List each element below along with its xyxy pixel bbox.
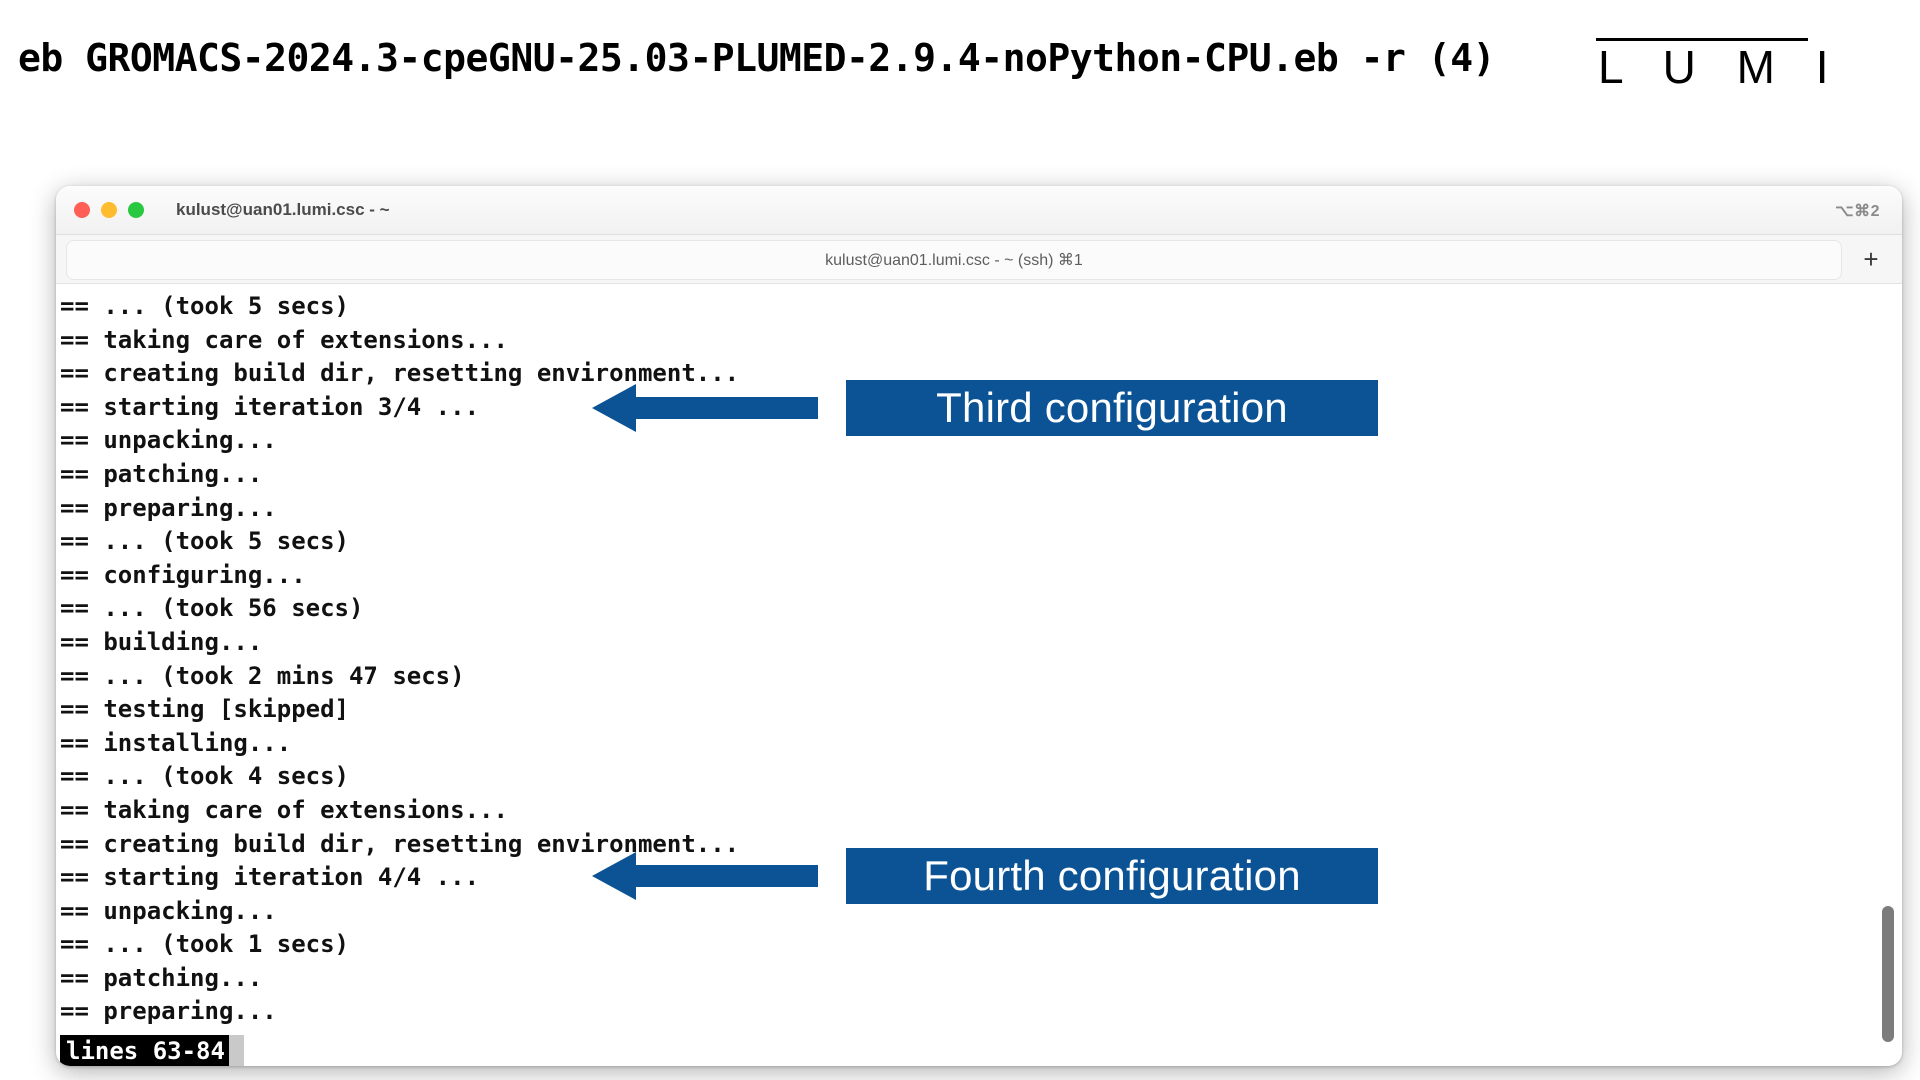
terminal-output-area[interactable]: == ... (took 5 secs) == taking care of ex…: [56, 284, 1902, 1066]
terminal-line: == preparing...: [60, 493, 277, 522]
terminal-line: == starting iteration 3/4 ...: [60, 392, 480, 421]
lumi-logo: L U M I: [1596, 38, 1843, 93]
terminal-line: == patching...: [60, 459, 263, 488]
tab-ssh-session[interactable]: kulust@uan01.lumi.csc - ~ (ssh) ⌘1: [66, 240, 1842, 280]
annotation-label: Fourth configuration: [923, 852, 1301, 899]
terminal-line: == installing...: [60, 728, 292, 757]
new-tab-icon[interactable]: +: [1863, 244, 1879, 274]
terminal-line: == ... (took 5 secs): [60, 292, 349, 320]
terminal-line: == patching...: [60, 963, 263, 992]
pager-status-bar: lines 63-84: [60, 1035, 244, 1066]
terminal-line: == configuring...: [60, 560, 306, 589]
traffic-lights: [74, 202, 144, 218]
scrollbar-track[interactable]: [1880, 288, 1894, 1064]
terminal-line: == taking care of extensions...: [60, 325, 508, 354]
scrollbar-thumb[interactable]: [1882, 906, 1894, 1042]
window-titlebar[interactable]: kulust@uan01.lumi.csc - ~ ⌥⌘2: [56, 186, 1902, 235]
minimize-window-button[interactable]: [101, 202, 117, 218]
terminal-lines: == ... (took 5 secs) == taking care of ex…: [56, 284, 739, 1029]
logo-rule: [1596, 38, 1808, 41]
annotation-fourth-configuration: Fourth configuration: [592, 848, 1378, 904]
terminal-line: == unpacking...: [60, 426, 277, 455]
close-window-button[interactable]: [74, 202, 90, 218]
logo-letters: L U M I: [1598, 41, 1843, 93]
terminal-line: == starting iteration 4/4 ...: [60, 863, 480, 892]
terminal-line: == building...: [60, 627, 263, 656]
page-title: eb GROMACS-2024.3-cpeGNU-25.03-PLUMED-2.…: [18, 36, 1495, 80]
text-cursor: [228, 1035, 244, 1066]
pager-status-text: lines 63-84: [60, 1035, 229, 1066]
terminal-line: == preparing...: [60, 997, 277, 1026]
terminal-line: == taking care of extensions...: [60, 795, 508, 824]
annotation-third-configuration: Third configuration: [592, 380, 1378, 436]
left-arrow-icon: [592, 384, 818, 432]
terminal-line: == ... (took 4 secs): [60, 762, 349, 791]
terminal-line: == unpacking...: [60, 896, 277, 925]
terminal-line: == ... (took 5 secs): [60, 527, 349, 556]
terminal-line: == testing [skipped]: [60, 695, 349, 724]
window-title: kulust@uan01.lumi.csc - ~: [176, 200, 390, 219]
annotation-label-box: Third configuration: [846, 380, 1378, 436]
tab-bar: kulust@uan01.lumi.csc - ~ (ssh) ⌘1 +: [56, 235, 1902, 284]
terminal-line: == creating build dir, resetting environ…: [60, 359, 740, 388]
terminal-line: == ... (took 1 secs): [60, 930, 349, 959]
terminal-line: == ... (took 2 mins 47 secs): [60, 661, 465, 690]
annotation-label-box: Fourth configuration: [846, 848, 1378, 904]
terminal-line: == ... (took 56 secs): [60, 594, 364, 623]
tab-label: kulust@uan01.lumi.csc - ~ (ssh) ⌘1: [825, 252, 1083, 269]
window-shortcut-hint: ⌥⌘2: [1835, 203, 1880, 220]
annotation-label: Third configuration: [936, 384, 1288, 431]
maximize-window-button[interactable]: [128, 202, 144, 218]
left-arrow-icon: [592, 852, 818, 900]
terminal-window: kulust@uan01.lumi.csc - ~ ⌥⌘2 kulust@uan…: [56, 186, 1902, 1066]
terminal-line: == creating build dir, resetting environ…: [60, 829, 740, 858]
